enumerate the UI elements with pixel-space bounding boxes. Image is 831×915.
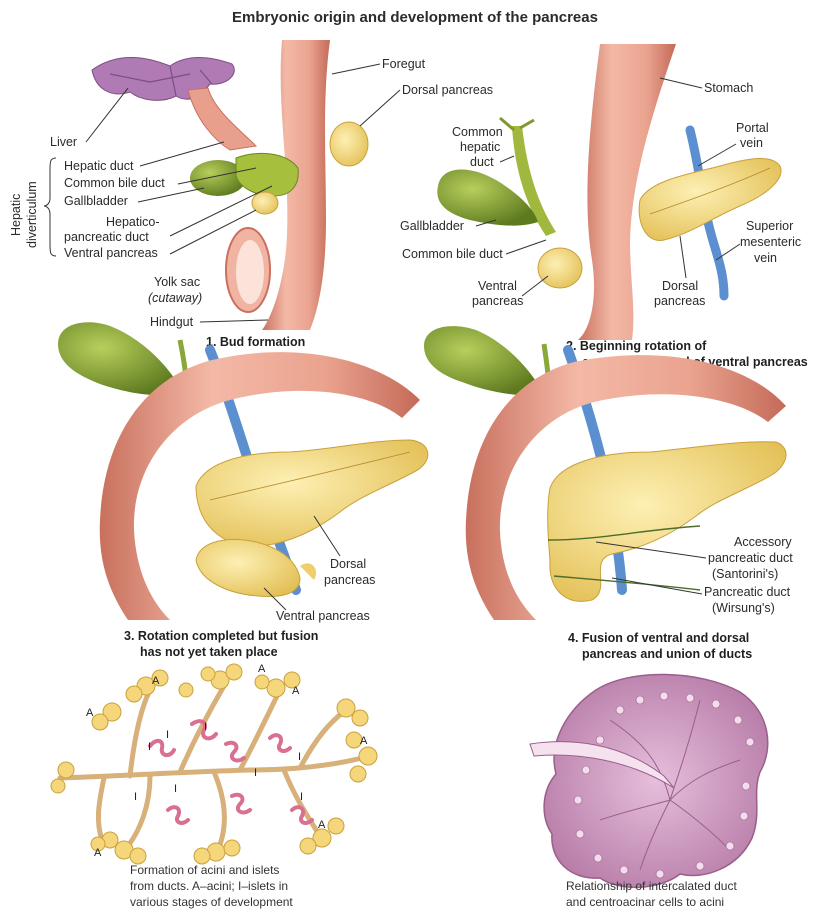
label-common-2: hepatic <box>460 140 500 154</box>
label-portal-2: vein <box>740 136 763 150</box>
label-smv-2: mesenteric <box>740 235 801 249</box>
label-dorsal-3-2: pancreas <box>324 573 375 587</box>
caption-panel-5-line-2: from ducts. A–acini; I–islets in <box>130 879 288 893</box>
panel-fusion: Accessory pancreatic duct (Santorini's) … <box>424 326 793 661</box>
letter-i-6: I <box>134 791 137 803</box>
letter-a-7: A <box>318 819 326 831</box>
label-accessory-1: Accessory <box>734 535 792 549</box>
caption-panel-3-line-1: 3. Rotation completed but fusion <box>124 629 318 643</box>
label-dorsal-2: pancreas <box>654 294 705 308</box>
label-foregut: Foregut <box>382 57 426 71</box>
label-dorsal-1: Dorsal <box>662 279 698 293</box>
panel-bud-formation: Liver Foregut Dorsal pancreas Hepatic du… <box>9 40 493 349</box>
letter-a-4: A <box>292 685 300 697</box>
gallbladder-4 <box>424 326 544 395</box>
letter-i-3: I <box>204 721 207 733</box>
label-hepatic-diverticulum-2: diverticulum <box>25 181 39 248</box>
label-gallbladder-1: Gallbladder <box>64 194 128 208</box>
page-title: Embryonic origin and development of the … <box>232 9 598 26</box>
label-hindgut: Hindgut <box>150 315 194 329</box>
label-smv-3: vein <box>754 251 777 265</box>
label-dorsal-pancreas: Dorsal pancreas <box>402 83 493 97</box>
label-common-bile-duct: Common bile duct <box>64 176 165 190</box>
caption-panel-5-line-3: various stages of development <box>130 895 293 909</box>
label-hepatico-2: pancreatic duct <box>64 230 149 244</box>
label-common-bile-duct-2: Common bile duct <box>402 247 503 261</box>
letter-i-1: I <box>148 741 151 753</box>
label-ventral-3: Ventral pancreas <box>276 609 370 623</box>
label-pancreatic-1: Pancreatic duct <box>704 585 791 599</box>
caption-panel-4-line-2: pancreas and union of ducts <box>582 647 752 661</box>
label-hepatic-diverticulum-1: Hepatic <box>9 194 23 236</box>
letter-a-2: A <box>152 675 160 687</box>
label-gallbladder-2: Gallbladder <box>400 219 464 233</box>
caption-panel-4-line-1: 4. Fusion of ventral and dorsal <box>568 631 749 645</box>
ventral-pancreas-2 <box>538 248 582 288</box>
label-accessory-3: (Santorini's) <box>712 567 778 581</box>
panel-acini-islets: A A A A A A A I I I I I I I I Formation … <box>51 663 377 909</box>
label-ventral-1: Ventral <box>478 279 517 293</box>
caption-panel-2-line-1: 2. Beginning rotation of <box>566 339 707 353</box>
label-hepatic-duct: Hepatic duct <box>64 159 134 173</box>
label-portal-1: Portal <box>736 121 769 135</box>
label-stomach: Stomach <box>704 81 753 95</box>
label-accessory-2: pancreatic duct <box>708 551 793 565</box>
label-ventral-2: pancreas <box>472 294 523 308</box>
label-smv-1: Superior <box>746 219 793 233</box>
letter-a-1: A <box>86 707 94 719</box>
hepatic-duct-stalk <box>188 88 256 150</box>
label-pancreatic-2: (Wirsung's) <box>712 601 775 615</box>
letter-a-5: A <box>360 735 368 747</box>
letter-a-3: A <box>258 663 266 675</box>
label-common-1: Common <box>452 125 503 139</box>
letter-i-8: I <box>300 791 303 803</box>
label-liver: Liver <box>50 135 77 149</box>
ventral-pancreas-bud <box>252 192 278 214</box>
label-common-3: duct <box>470 155 494 169</box>
panel-intercalated-duct: Relationship of intercalated duct and ce… <box>530 674 768 909</box>
caption-panel-1: 1. Bud formation <box>206 335 305 349</box>
caption-panel-6-line-1: Relationship of intercalated duct <box>566 879 737 893</box>
panel-rotation-completed: Dorsal pancreas Ventral pancreas 3. Rota… <box>58 322 428 659</box>
letter-i-2: I <box>166 729 169 741</box>
caption-panel-3-line-2: has not yet taken place <box>140 645 278 659</box>
acinar-tissue <box>544 674 768 887</box>
letter-i-5: I <box>254 767 257 779</box>
common-duct-bud <box>236 153 298 196</box>
label-hepatico-1: Hepatico- <box>106 215 160 229</box>
label-ventral-pancreas-1: Ventral pancreas <box>64 246 158 260</box>
label-yolk-sac: Yolk sac <box>154 275 200 289</box>
caption-panel-6-line-2: and centroacinar cells to acini <box>566 895 724 909</box>
dorsal-pancreas-bud <box>330 122 368 166</box>
caption-panel-5-line-1: Formation of acini and islets <box>130 863 279 877</box>
label-dorsal-3-1: Dorsal <box>330 557 366 571</box>
letter-a-6: A <box>94 847 102 859</box>
letter-i-4: I <box>298 751 301 763</box>
letter-i-7: I <box>174 783 177 795</box>
label-cutaway: (cutaway) <box>148 291 202 305</box>
